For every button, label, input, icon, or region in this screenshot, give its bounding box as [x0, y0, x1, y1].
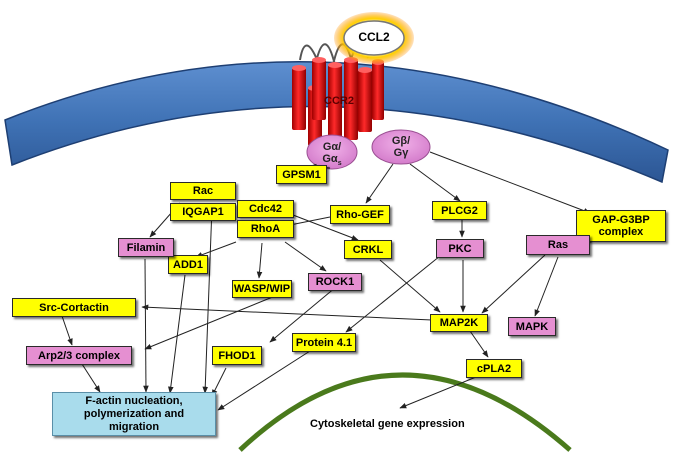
edge-cpla2-cyto	[399, 376, 477, 409]
edge-fhod1-factin	[211, 367, 227, 397]
f-actin-line1: F-actin nucleation,	[85, 394, 183, 407]
edge-pkc-protein41	[345, 255, 441, 333]
node-plcg2: PLCG2	[432, 201, 487, 220]
edge-rhoa-add1	[195, 241, 237, 258]
node-f-actin: F-actin nucleation, polymerization and m…	[52, 392, 216, 436]
node-map2k: MAP2K	[430, 314, 488, 332]
edge-map2k-srccortactin	[141, 304, 433, 321]
g-alpha-oval	[306, 134, 358, 170]
node-rho-gef: Rho-GEF	[330, 205, 390, 224]
node-add1: ADD1	[168, 255, 208, 274]
node-filamin: Filamin	[118, 238, 174, 257]
edge-gbg-gapg3bp	[429, 151, 591, 214]
ccr2-receptor-icon	[292, 57, 384, 147]
edge-rhoa-wasp	[256, 242, 263, 279]
edge-map2k-cpla2	[469, 330, 489, 358]
node-pkc: PKC	[436, 239, 484, 258]
node-gpsm1: GPSM1	[276, 165, 327, 184]
node-fhod1: FHOD1	[212, 346, 262, 365]
nucleus-arc	[238, 372, 572, 452]
node-cdc42: Cdc42	[237, 200, 294, 218]
node-protein-4-1: Protein 4.1	[292, 333, 356, 352]
edge-add1-factin	[168, 274, 186, 394]
node-src-cortactin: Src-Cortactin	[12, 298, 136, 317]
g-beta-gamma-label: Gβ/ Gγ	[378, 135, 424, 159]
edge-gbg-rhogef	[365, 163, 394, 204]
node-rock1: ROCK1	[308, 273, 362, 291]
edge-ras-mapk	[534, 256, 559, 317]
f-actin-line3: migration	[108, 420, 160, 433]
edge-wasp-arp23	[144, 293, 281, 350]
g-beta-gamma-line2: Gγ	[393, 147, 409, 159]
edge-filamin-factin	[143, 258, 149, 393]
edge-rock1-fhod1	[269, 286, 337, 343]
node-gap-g3bp: GAP-G3BP complex	[576, 210, 666, 242]
edge-iqgap1-factin	[202, 206, 213, 394]
node-crkl: CRKL	[344, 240, 392, 259]
node-mapk: MAPK	[508, 317, 556, 336]
edge-crkl-map2k	[379, 259, 441, 313]
g-alpha-line1: Gα/	[322, 141, 342, 153]
node-cpla2: cPLA2	[466, 359, 522, 378]
gap-g3bp-line1: GAP-G3BP	[592, 214, 650, 226]
node-arp2-3-complex: Arp2/3 complex	[26, 346, 132, 365]
g-alpha-subscript: s	[337, 160, 342, 168]
edge-arp23-factin	[81, 363, 101, 393]
g-alpha-label: Gα/ Gαs	[309, 141, 355, 170]
edge-protein41-factin	[217, 350, 311, 411]
edge-rhoa-rock1	[284, 241, 327, 272]
cytoskeletal-gene-expression-label: Cytoskeletal gene expression	[310, 418, 465, 430]
node-rac: Rac	[170, 182, 236, 200]
g-beta-gamma-oval	[371, 129, 431, 165]
ccl2-label: CCL2	[358, 30, 390, 44]
node-wasp-wip: WASP/WIP	[232, 280, 292, 298]
ccl2-ligand-icon	[334, 12, 414, 64]
g-alpha-line2: Gα	[322, 153, 338, 165]
g-beta-gamma-line1: Gβ/	[391, 135, 411, 147]
edge-srccortactin-arp23	[61, 315, 73, 346]
edge-ras-map2k	[481, 254, 546, 314]
edge-gbg-plcg2	[409, 163, 461, 202]
ccr2-label: CCR2	[324, 95, 354, 107]
f-actin-line2: polymerization and	[83, 407, 185, 420]
cell-membrane	[4, 60, 669, 184]
node-iqgap1: IQGAP1	[170, 203, 236, 221]
node-rhoa: RhoA	[237, 220, 294, 238]
node-ras: Ras	[526, 235, 590, 255]
gap-g3bp-line2: complex	[598, 226, 644, 238]
